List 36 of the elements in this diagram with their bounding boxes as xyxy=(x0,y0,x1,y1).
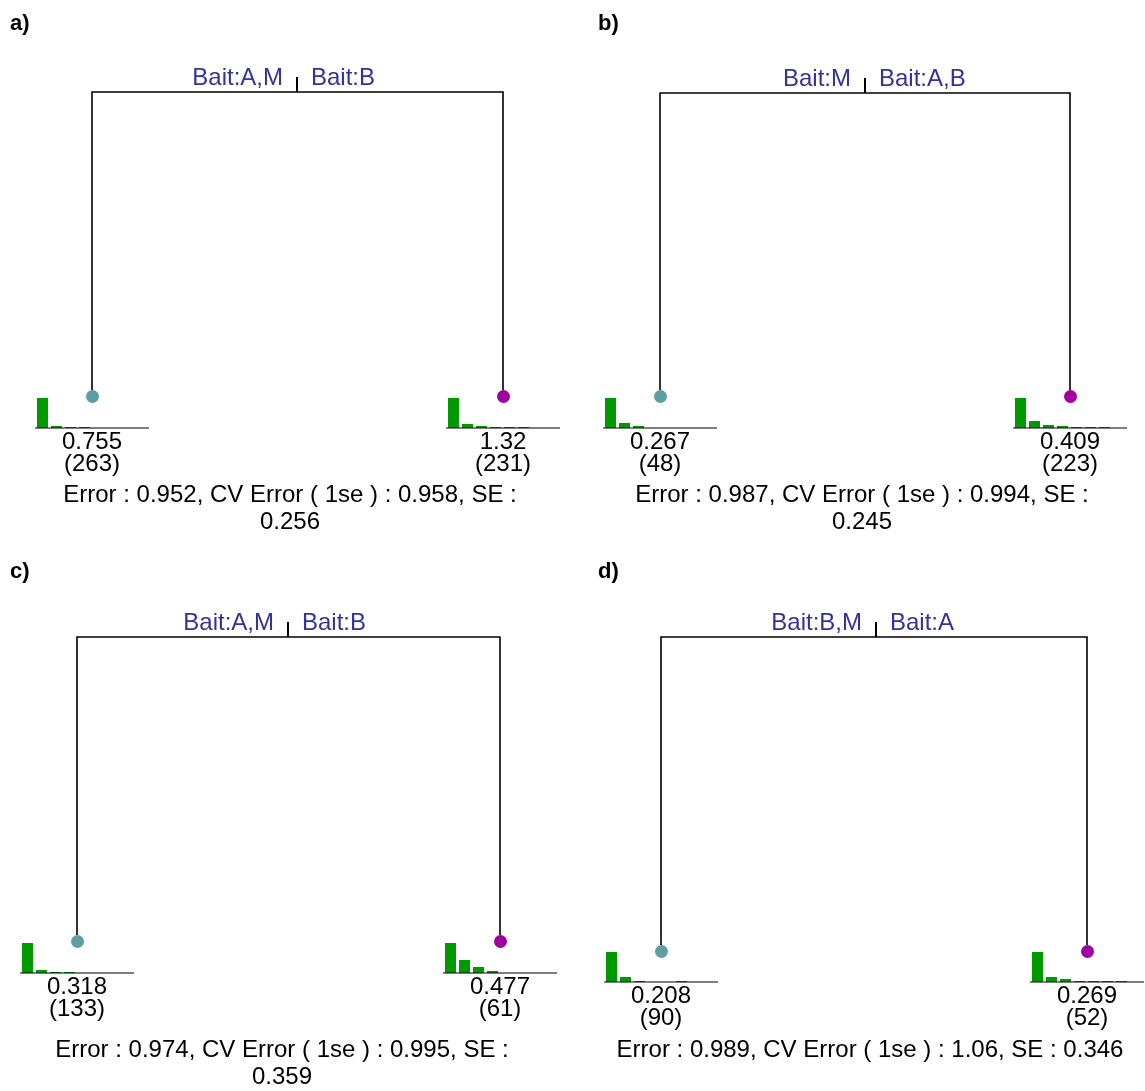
split-tick xyxy=(875,622,877,637)
tree-branch xyxy=(659,92,866,391)
leaf-sample-count: (231) xyxy=(475,452,531,474)
tree-branch xyxy=(875,636,1088,946)
leaf-sample-count: (61) xyxy=(478,997,522,1019)
error-summary: Error : 0.989, CV Error ( 1se ) : 1.06, SE : 0.346 xyxy=(615,1035,1125,1062)
tree-branch xyxy=(864,92,1071,391)
tree-branch xyxy=(287,636,501,936)
error-summary: Error : 0.987, CV Error ( 1se ) : 0.994, SE : 0.245 xyxy=(634,480,1090,534)
leaf-mean-value: 0.755 xyxy=(61,430,123,452)
leaf-sample-count: (133) xyxy=(49,997,105,1019)
leaf-sample-count: (90) xyxy=(639,1006,683,1028)
panel-letter: c) xyxy=(10,558,30,584)
panel-letter: b) xyxy=(598,10,619,36)
leaf-sample-count: (52) xyxy=(1065,1006,1109,1028)
error-summary: Error : 0.952, CV Error ( 1se ) : 0.958, SE : 0.256 xyxy=(62,480,518,534)
leaf-mean-value: 1.32 xyxy=(479,430,527,452)
split-tick xyxy=(296,77,298,92)
panel-letter: a) xyxy=(10,10,30,36)
leaf-mean-value: 0.477 xyxy=(469,975,531,997)
leaf-mean-value: 0.269 xyxy=(1056,984,1118,1006)
tree-branch xyxy=(91,91,298,391)
panel-letter: d) xyxy=(598,558,619,584)
leaf-mean-value: 0.318 xyxy=(46,975,108,997)
split-tick xyxy=(287,622,289,637)
leaf-sample-count: (223) xyxy=(1042,452,1098,474)
tree-branch xyxy=(76,636,289,936)
leaf-mean-value: 0.267 xyxy=(629,430,691,452)
error-summary: Error : 0.974, CV Error ( 1se ) : 0.995, SE : 0.359 xyxy=(54,1035,510,1089)
leaf-sample-count: (263) xyxy=(64,452,120,474)
leaf-mean-value: 0.409 xyxy=(1039,430,1101,452)
tree-branch xyxy=(296,91,504,391)
leaf-sample-count: (48) xyxy=(638,452,682,474)
tree-branch xyxy=(660,636,877,946)
split-tick xyxy=(864,78,866,93)
leaf-mean-value: 0.208 xyxy=(630,984,692,1006)
